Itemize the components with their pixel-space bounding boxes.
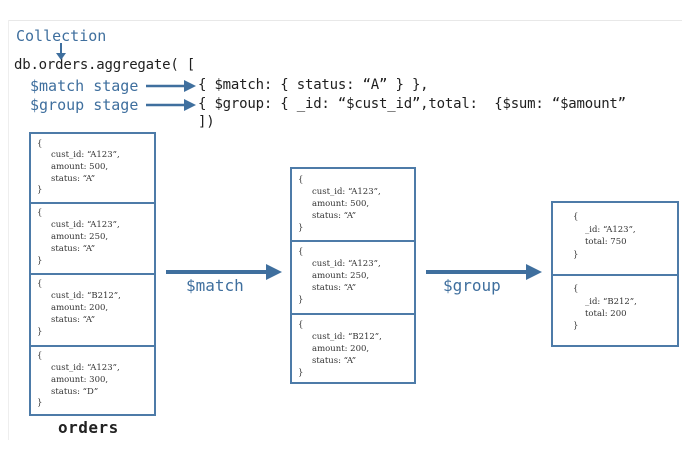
amount-field: amount: 500, [312, 199, 370, 209]
total-field: total: 200 [585, 309, 627, 319]
status-field: status: “A” [312, 356, 357, 366]
collection-down-arrow-head [56, 53, 66, 60]
status-field: status: “A” [51, 174, 96, 184]
cust-id-field: cust_id: “A123”, [51, 150, 120, 160]
brace-open: { [37, 279, 43, 289]
amount-field: amount: 500, [51, 162, 109, 172]
group-arrow-label: $group [443, 276, 501, 295]
total-field: total: 750 [585, 237, 627, 247]
brace-close: } [37, 327, 43, 337]
status-field: status: “A” [312, 211, 357, 221]
grouped-doc-1: { _id: “A123”, total: 750 } [553, 203, 677, 276]
brace-close: } [298, 368, 304, 378]
cust-id-field: cust_id: “B212”, [312, 332, 382, 342]
collection-label: Collection [16, 27, 107, 45]
matched-docs-box: { cust_id: “A123”, amount: 500, status: … [290, 167, 416, 384]
group-stage-label: $group stage [30, 96, 139, 114]
cust-id-field: cust_id: “A123”, [312, 259, 381, 269]
match-stage-arrow-head [184, 80, 196, 92]
orders-label: orders [58, 418, 119, 437]
amount-field: amount: 250, [51, 232, 109, 242]
brace-close: } [37, 185, 43, 195]
matched-doc-2: { cust_id: “A123”, amount: 250, status: … [292, 242, 414, 315]
id-field: _id: “B212”, [585, 297, 637, 307]
status-field: status: “A” [51, 315, 96, 325]
brace-close: } [298, 295, 304, 305]
brace-close: } [37, 398, 43, 408]
status-field: status: “A” [51, 244, 96, 254]
frame-top-border [8, 20, 682, 21]
cust-id-field: cust_id: “A123”, [51, 220, 120, 230]
match-arrow-head [266, 264, 282, 280]
cust-id-field: cust_id: “A123”, [312, 187, 381, 197]
orders-doc-4: { cust_id: “A123”, amount: 300, status: … [31, 347, 154, 414]
aggregate-line: db.orders.aggregate( [ [14, 57, 196, 73]
brace-open: { [298, 175, 304, 185]
grouped-docs-box: { _id: “A123”, total: 750 } { _id: “B212… [551, 201, 679, 347]
match-stage-label: $match stage [30, 77, 139, 95]
amount-field: amount: 300, [51, 375, 109, 385]
group-arrow-head [526, 264, 542, 280]
brace-open: { [298, 247, 304, 257]
orders-doc-1: { cust_id: “A123”, amount: 500, status: … [31, 134, 154, 204]
match-stage-code: { $match: { status: “A” } }, [198, 77, 429, 93]
brace-open: { [298, 320, 304, 330]
brace-close: } [573, 250, 579, 260]
brace-open: { [37, 139, 43, 149]
status-field: status: “D” [51, 387, 99, 397]
cust-id-field: cust_id: “B212”, [51, 291, 121, 301]
frame-left-border [8, 20, 9, 440]
grouped-doc-2: { _id: “B212”, total: 200 } [553, 276, 677, 345]
matched-doc-1: { cust_id: “A123”, amount: 500, status: … [292, 169, 414, 242]
amount-field: amount: 200, [312, 344, 370, 354]
id-field: _id: “A123”, [585, 225, 636, 235]
matched-doc-3: { cust_id: “B212”, amount: 200, status: … [292, 315, 414, 382]
group-stage-code: { $group: { _id: “$cust_id”,total: {$sum… [198, 96, 626, 112]
brace-close: } [573, 321, 579, 331]
brace-open: { [37, 208, 43, 218]
status-field: status: “A” [312, 283, 357, 293]
brace-open: { [37, 351, 43, 361]
group-stage-arrow-head [184, 99, 196, 111]
close-bracket-line: ]) [198, 114, 215, 130]
brace-close: } [298, 223, 304, 233]
brace-open: { [573, 212, 579, 222]
orders-collection-box: { cust_id: “A123”, amount: 500, status: … [29, 132, 156, 416]
brace-close: } [37, 256, 43, 266]
orders-doc-3: { cust_id: “B212”, amount: 200, status: … [31, 275, 154, 347]
brace-open: { [573, 284, 579, 294]
orders-doc-2: { cust_id: “A123”, amount: 250, status: … [31, 204, 154, 275]
match-arrow-label: $match [186, 276, 244, 295]
cust-id-field: cust_id: “A123”, [51, 363, 120, 373]
amount-field: amount: 250, [312, 271, 370, 281]
amount-field: amount: 200, [51, 303, 109, 313]
